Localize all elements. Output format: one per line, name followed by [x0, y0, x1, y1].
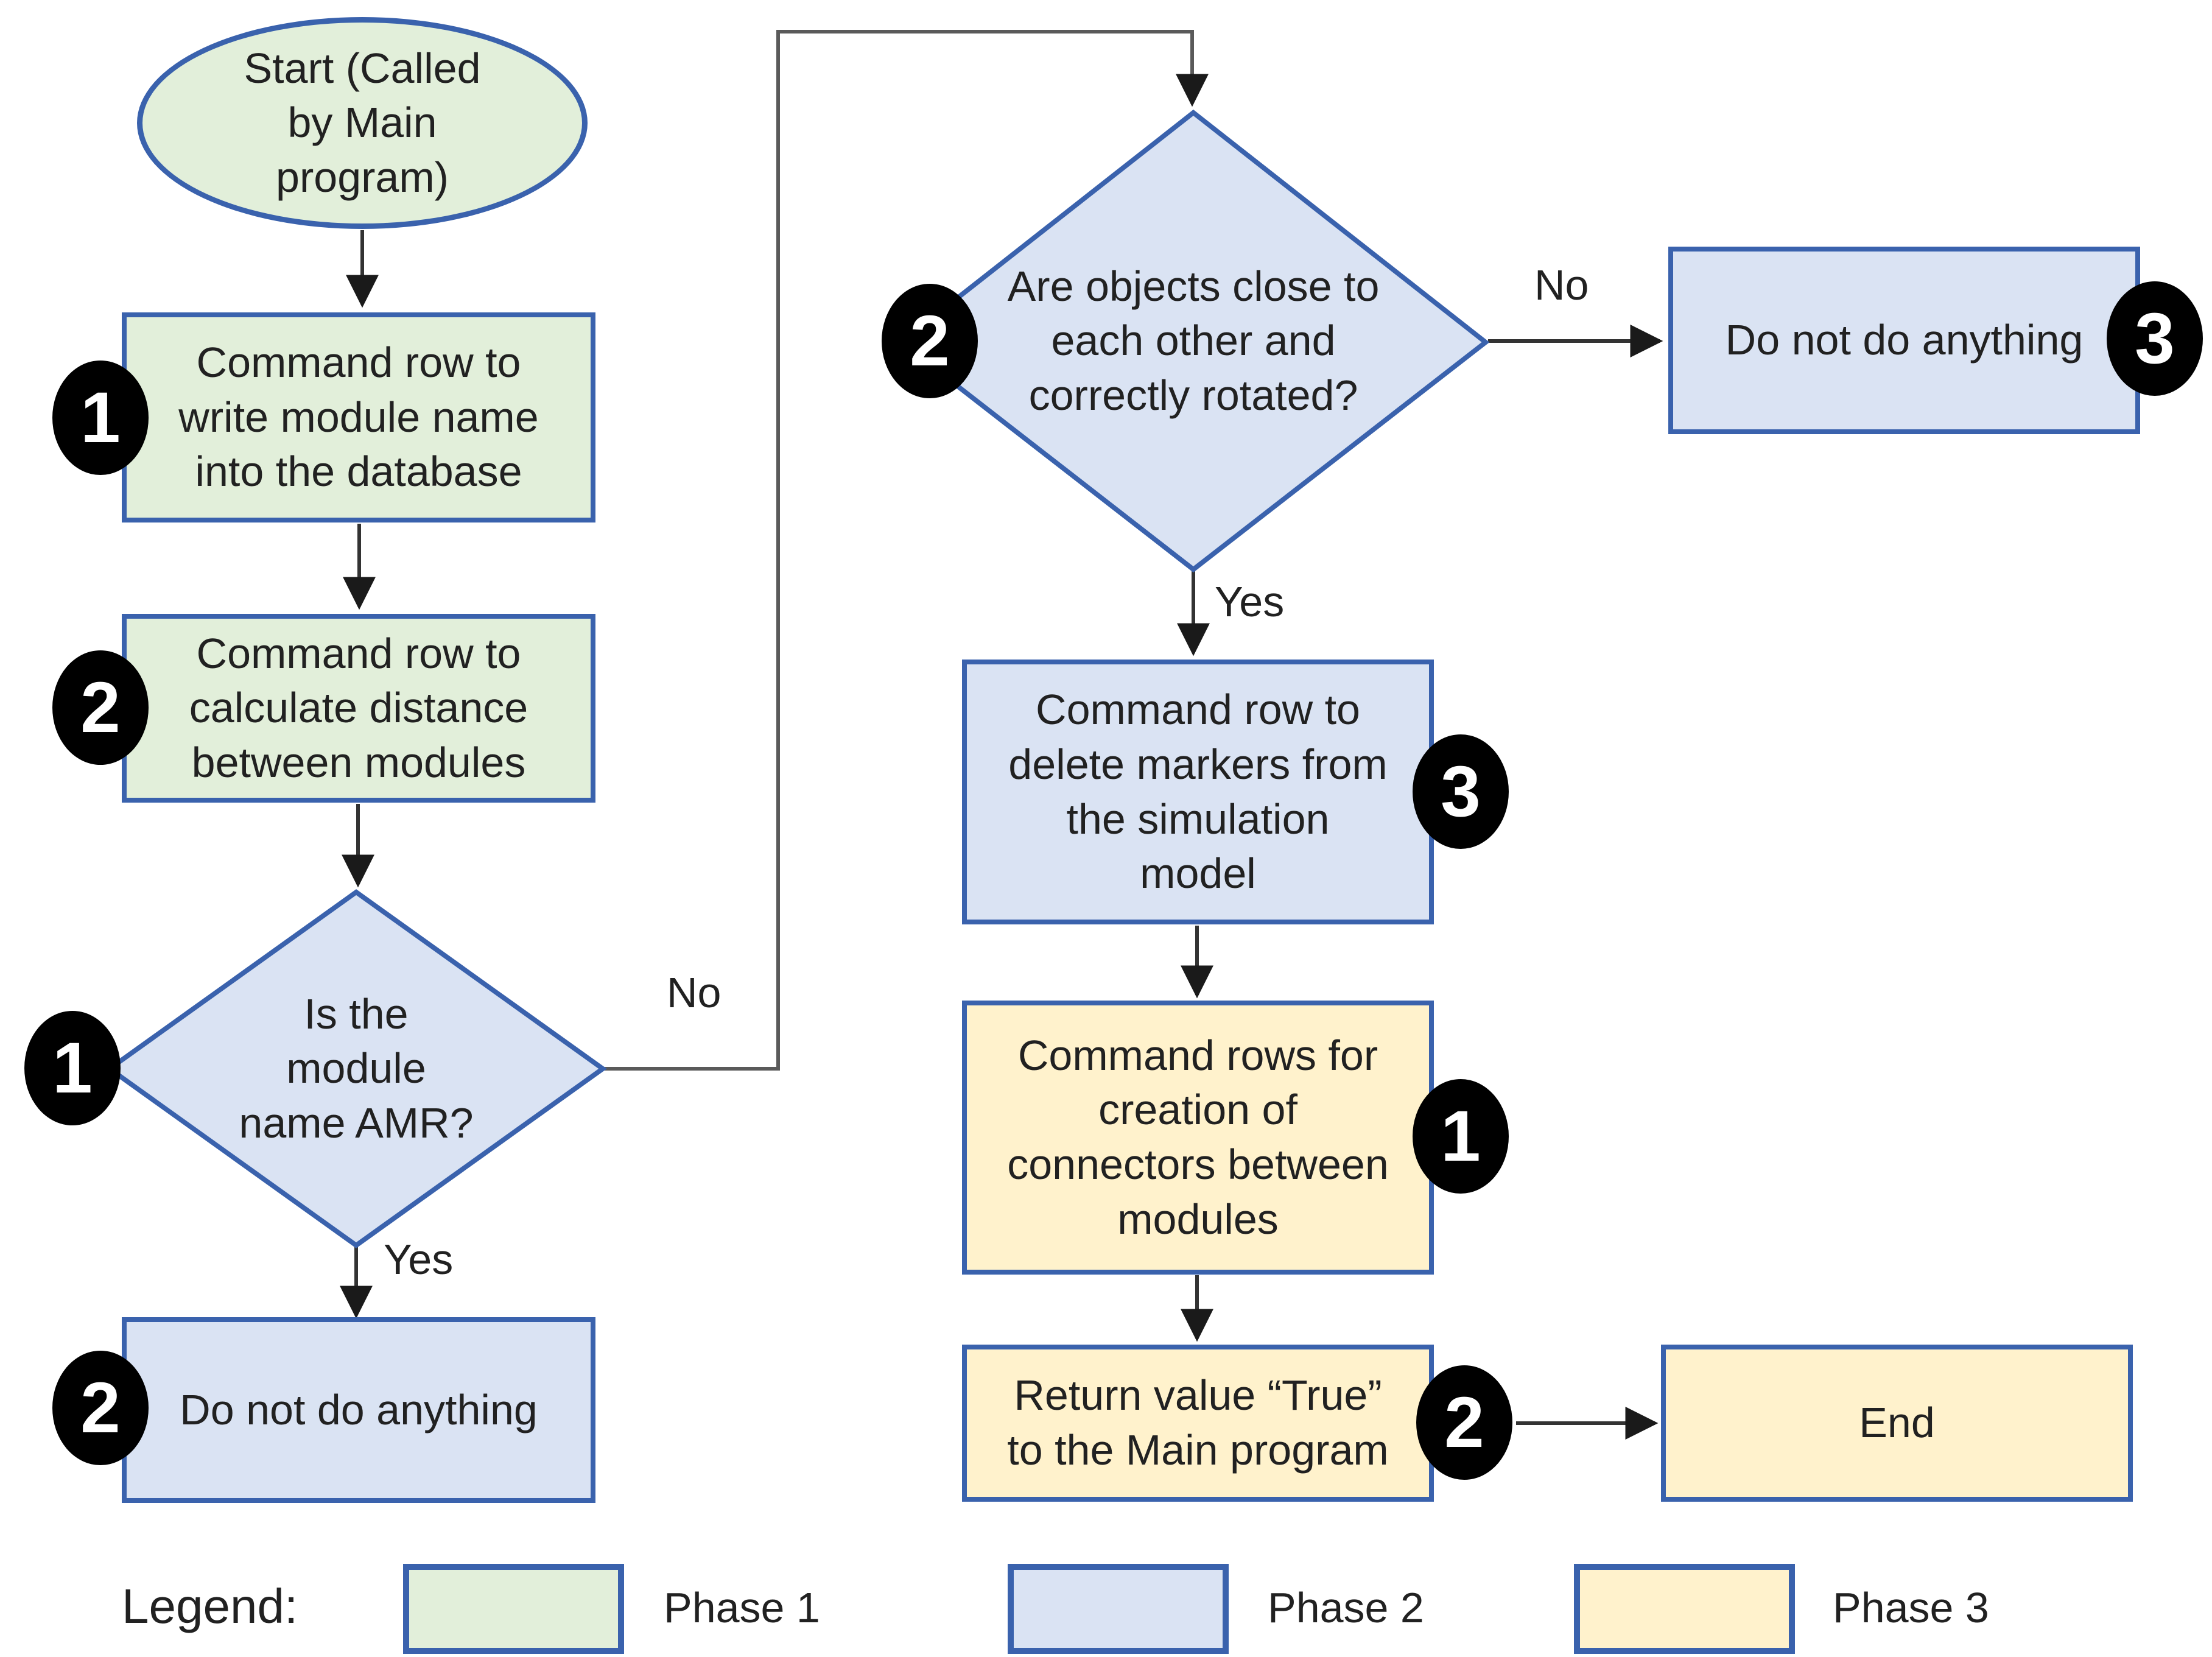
badge-do-nothing-right: 3	[2107, 281, 2203, 396]
legend-label-phase2: Phase 2	[1268, 1584, 1424, 1631]
process-do-nothing-right: Do not do anything	[1668, 247, 2140, 434]
process-write-module-name-label: Command row to write module name into th…	[178, 339, 539, 496]
process-create-connectors-label: Command rows for creation of connectors …	[1007, 1031, 1389, 1243]
legend-title: Legend:	[122, 1579, 298, 1633]
decision-is-module-amr-label: Is the module name AMR?	[239, 990, 474, 1147]
badge-calc-distance: 2	[52, 650, 149, 765]
legend-swatch-phase1	[403, 1564, 624, 1654]
badge-write-module: 1	[52, 361, 149, 475]
edge-label-no-close: No	[1534, 261, 1589, 309]
process-do-nothing-left-label: Do not do anything	[180, 1385, 538, 1434]
decision-objects-close-label: Are objects close to each other and corr…	[1007, 262, 1380, 419]
legend-label-phase1: Phase 1	[664, 1584, 820, 1631]
edge-label-yes-close: Yes	[1215, 578, 1285, 625]
badge-return-true: 2	[1416, 1365, 1512, 1480]
decision-objects-close-shape	[897, 109, 1490, 573]
process-delete-markers-label: Command row to delete markers from the s…	[1008, 686, 1388, 898]
process-calculate-distance-label: Command row to calculate distance betwee…	[189, 629, 528, 786]
process-delete-markers: Command row to delete markers from the s…	[962, 660, 1434, 924]
process-create-connectors: Command rows for creation of connectors …	[962, 1001, 1434, 1275]
edge-label-yes-amr: Yes	[384, 1236, 454, 1283]
process-do-nothing-right-label: Do not do anything	[1725, 316, 2084, 364]
process-return-true-label: Return value “True” to the Main program	[1007, 1371, 1389, 1474]
end-terminator: End	[1661, 1345, 2133, 1502]
legend-swatch-phase2	[1008, 1564, 1229, 1654]
badge-objects-close: 2	[882, 284, 978, 398]
edge-label-no-amr: No	[667, 969, 722, 1016]
process-do-nothing-left: Do not do anything	[122, 1317, 595, 1503]
end-label: End	[1859, 1399, 1935, 1447]
start-label: Start (Called by Main program)	[244, 44, 481, 201]
decision-is-module-amr-shape	[105, 889, 607, 1248]
badge-do-nothing-left: 2	[52, 1351, 149, 1465]
legend-label-phase3: Phase 3	[1833, 1584, 1989, 1631]
process-calculate-distance: Command row to calculate distance betwee…	[122, 614, 595, 803]
legend-swatch-phase3	[1574, 1564, 1795, 1654]
badge-delete-markers: 3	[1413, 734, 1509, 849]
badge-is-amr: 1	[24, 1011, 121, 1125]
arrow-no-amr-to-objects-close	[604, 30, 1209, 1071]
start-terminator: Start (Called by Main program)	[137, 17, 588, 229]
badge-create-connectors: 1	[1413, 1079, 1509, 1194]
process-write-module-name: Command row to write module name into th…	[122, 312, 595, 522]
process-return-true: Return value “True” to the Main program	[962, 1345, 1434, 1502]
